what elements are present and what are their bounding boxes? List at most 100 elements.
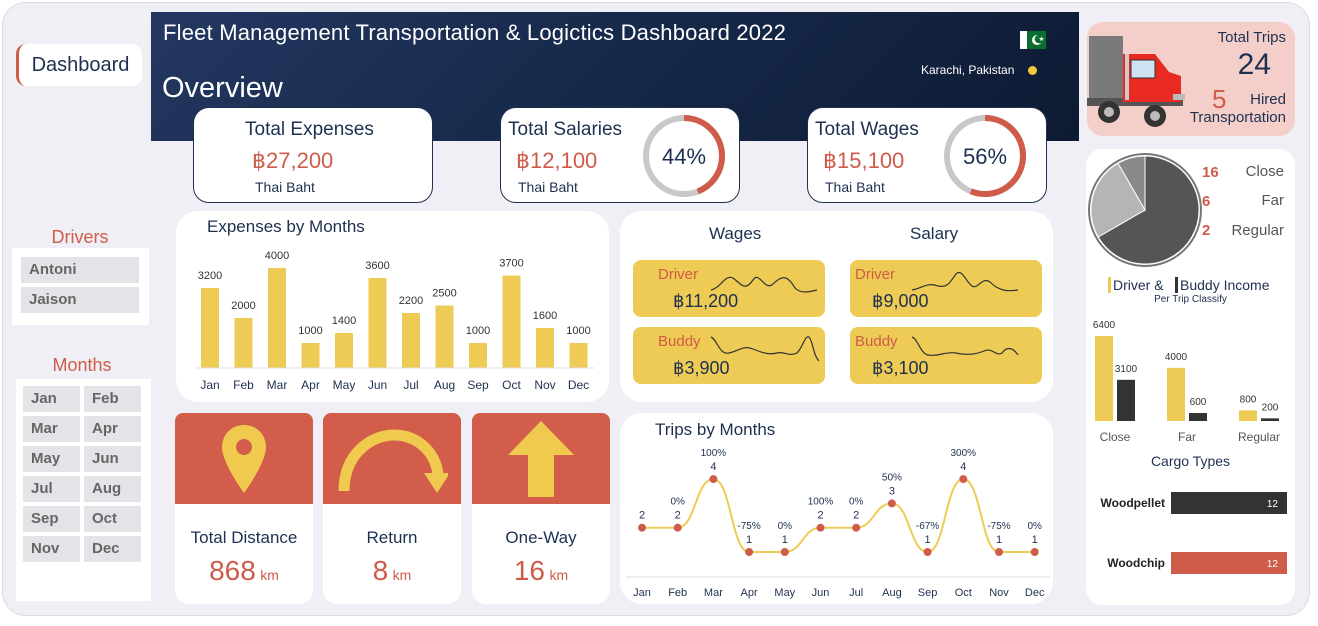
pie-slice-regular (1117, 155, 1146, 212)
salary-driver-label: Driver (855, 266, 895, 283)
month-item-oct[interactable]: Oct (84, 506, 141, 532)
total-trips-card: Total Trips 24 5 Hired Transportation (1087, 22, 1295, 136)
cargo-bar (1171, 552, 1287, 574)
trips-point (1030, 548, 1039, 556)
month-item-mar[interactable]: Mar (23, 416, 80, 442)
wages-driver-value: ฿11,200 (673, 291, 739, 311)
trips-change-label: 100% (808, 497, 834, 508)
total-salaries-value: ฿12,100 (516, 148, 598, 173)
trips-change-label: -67% (916, 521, 939, 532)
trips-point (816, 523, 825, 532)
cargo-category-label: Woodpellet (1101, 496, 1165, 510)
trips-point (923, 548, 932, 556)
income-bar-driver (1167, 367, 1185, 421)
income-bar-buddy (1189, 413, 1207, 421)
expense-month-label: Jul (403, 378, 418, 392)
month-item-sep[interactable]: Sep (23, 506, 80, 532)
return-arrow-icon (338, 429, 448, 493)
expense-month-label: Sep (467, 378, 489, 392)
expense-month-label: Oct (502, 378, 521, 392)
total-trips-label: Total Trips (1217, 29, 1286, 46)
trips-change-label: -75% (737, 521, 760, 532)
trips-change-label: -75% (987, 521, 1010, 532)
expense-bar-label: 1000 (566, 325, 590, 337)
truck-icon (1087, 36, 1185, 127)
pie-slice-close (1097, 155, 1200, 265)
salary-title: Salary (910, 224, 959, 243)
trips-change-label: 100% (701, 448, 727, 459)
wages-ring-chart: 56% (944, 115, 1026, 197)
salaries-percent: 44% (662, 144, 706, 169)
month-item-apr[interactable]: Apr (84, 416, 141, 442)
trips-value-label: 2 (853, 510, 859, 522)
dashboard-nav-button[interactable]: Dashboard (16, 44, 142, 86)
trips-point (995, 548, 1003, 556)
income-bar-label: 4000 (1165, 352, 1188, 363)
month-item-may[interactable]: May (23, 446, 80, 472)
income-category-label: Regular (1238, 430, 1280, 444)
month-item-jun[interactable]: Jun (84, 446, 141, 472)
trips-change-label: 0% (778, 521, 793, 532)
trips-point (887, 499, 896, 508)
total-wages-card: Total Wages ฿15,100 Thai Baht 56% (807, 107, 1047, 203)
trips-point (745, 548, 754, 556)
trips-month-label: Nov (989, 587, 1009, 599)
total-expenses-card: Total Expenses ฿27,200 Thai Baht (193, 107, 433, 203)
close-count: 16 (1202, 164, 1219, 181)
income-bar-label: 3100 (1115, 364, 1138, 375)
month-item-jan[interactable]: Jan (23, 386, 80, 412)
regular-count: 2 (1202, 222, 1211, 239)
expenses-chart-title: Expenses by Months (207, 217, 365, 236)
expense-bar (569, 343, 588, 368)
expense-month-label: Feb (233, 378, 254, 392)
salary-buddy-sparkline (911, 336, 1019, 357)
wages-percent: 56% (963, 144, 1007, 169)
expense-bar-label: 1400 (332, 315, 356, 327)
month-item-nov[interactable]: Nov (23, 536, 80, 562)
driver-item-antoni[interactable]: Antoni (21, 257, 139, 283)
trips-change-label: 0% (670, 497, 685, 508)
drivers-heading: Drivers (51, 227, 109, 247)
overview-heading: Overview (162, 72, 283, 104)
wages-driver-box: Driver ฿11,200 (633, 260, 825, 317)
wages-driver-sparkline (710, 276, 818, 293)
trips-change-label: 0% (849, 497, 864, 508)
total-salaries-card: Total Salaries ฿12,100 Thai Baht 44% (500, 107, 740, 203)
expense-bar (502, 275, 521, 368)
salary-driver-box: Driver ฿9,000 (850, 260, 1042, 317)
trips-line (642, 478, 1035, 554)
one-way-unit: km (549, 567, 569, 583)
expense-bar (469, 343, 487, 368)
income-subtitle: Per Trip Classify (1154, 294, 1227, 305)
cargo-category-label: Woodchip (1107, 556, 1165, 570)
pakistan-flag-icon (1020, 31, 1046, 49)
wages-buddy-box: Buddy ฿3,900 (633, 327, 825, 384)
total-distance-number: 868 (209, 555, 256, 586)
month-item-jul[interactable]: Jul (23, 476, 80, 502)
wages-driver-label: Driver (658, 266, 698, 283)
expense-bar-label: 3700 (499, 258, 523, 270)
trips-month-label: Jul (849, 587, 863, 599)
total-distance-unit: km (260, 567, 279, 583)
month-item-feb[interactable]: Feb (84, 386, 141, 412)
cargo-bar-label: 12 (1267, 499, 1279, 510)
return-number: 8 (372, 555, 389, 586)
cargo-bar (1171, 492, 1287, 514)
driver-item-jaison[interactable]: Jaison (21, 287, 139, 313)
expenses-bar-chart: 3200Jan2000Feb4000Mar1000Apr1400May3600J… (196, 250, 594, 392)
salary-driver-sparkline (911, 272, 1019, 292)
wages-buddy-sparkline (710, 336, 819, 362)
expense-bar-label: 2200 (399, 295, 423, 307)
far-label: Far (1261, 192, 1285, 209)
month-item-dec[interactable]: Dec (84, 536, 141, 562)
close-label: Close (1245, 163, 1284, 180)
expense-bar (402, 313, 420, 368)
expense-month-label: Aug (434, 378, 455, 392)
month-item-aug[interactable]: Aug (84, 476, 141, 502)
far-count: 6 (1202, 193, 1211, 210)
trips-value-label: 1 (996, 534, 1002, 546)
